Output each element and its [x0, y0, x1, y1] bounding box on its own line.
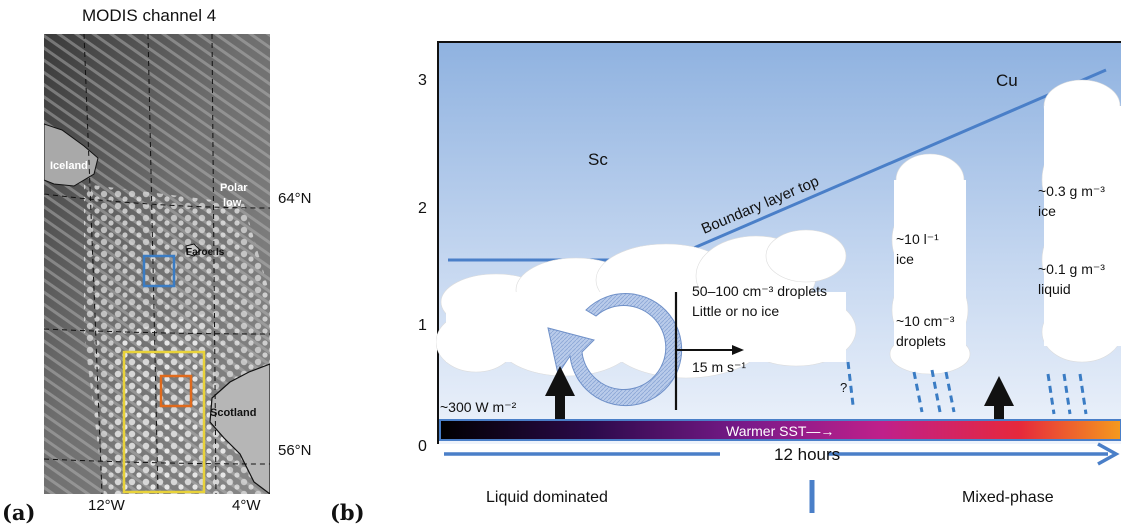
warmer-sst-label: Warmer SST—→: [726, 423, 834, 439]
polar-low-label-line1: Polar: [220, 182, 248, 194]
cumulus-cloud-1: [889, 153, 971, 375]
cu2-liquid-value: ~0.1 g m⁻³: [1038, 261, 1105, 277]
cumulus-cloud-2: [1041, 79, 1121, 363]
cu2-liquid-label: liquid: [1038, 281, 1071, 297]
panel-b-letter: (b): [330, 500, 365, 525]
time-span-label: 12 hours: [774, 445, 840, 464]
panel-a-letter: (a): [2, 500, 36, 525]
cu1-ice-label: ice: [896, 251, 914, 267]
lat-56n-label: 56°N: [278, 442, 312, 459]
panel-a-title: MODIS channel 4: [82, 6, 217, 25]
graticule: [44, 34, 270, 494]
cloud-type-sc: Sc: [588, 150, 608, 169]
faroe-label: Faroe Is: [186, 247, 225, 258]
lon-4w-label: 4°W: [232, 497, 261, 514]
yellow-study-box: [122, 350, 206, 494]
iceland-landmass: [44, 123, 99, 187]
cu1-ice-value: ~10 l⁻¹: [896, 231, 939, 247]
wind-speed-label: 15 m s⁻¹: [692, 359, 746, 375]
faroe-islands-landmass: [185, 243, 201, 257]
sc-droplets-note: 50–100 cm⁻³ droplets: [692, 283, 827, 299]
cu2-ice-value: ~0.3 g m⁻³: [1038, 183, 1105, 199]
sc-ice-note: Little or no ice: [692, 303, 779, 319]
scotland-landmass: [209, 363, 270, 494]
lat-64n-label: 64°N: [278, 190, 312, 207]
polar-low-label-line2: low: [223, 197, 242, 209]
flux-updraft-arrow-1: [545, 366, 575, 430]
cloud-type-cu: Cu: [996, 71, 1018, 90]
modis-satellite-map: [44, 34, 270, 494]
y-tick-2: 2: [418, 200, 427, 217]
regime-mixed-phase: Mixed-phase: [962, 489, 1054, 506]
cu2-ice-label: ice: [1038, 203, 1056, 219]
cloud-evolution-diagram: Sc Cu Boundary layer top 50–100 cm⁻³ dro…: [436, 41, 1121, 513]
wind-arrowhead: [732, 345, 744, 355]
iceland-label: Iceland: [50, 160, 88, 172]
precipitation-streaks: [846, 361, 1088, 415]
y-tick-3: 3: [418, 72, 427, 89]
time-arrowhead: [1097, 442, 1120, 466]
orange-study-box: [159, 374, 193, 408]
cu1-droplet-value: ~10 cm⁻³: [896, 313, 955, 329]
surface-flux-label: ~300 W m⁻²: [440, 399, 517, 415]
cu1-droplet-label: droplets: [896, 333, 946, 349]
scotland-label: Scotland: [210, 407, 257, 419]
unknown-precip-mark: ?: [840, 380, 847, 395]
blue-study-box: [142, 254, 176, 288]
regime-liquid-dominated: Liquid dominated: [486, 489, 608, 506]
circulation-arrow: [547, 293, 683, 407]
y-tick-0: 0: [418, 438, 427, 455]
flux-updraft-arrow-2: [984, 376, 1014, 430]
lon-12w-label: 12°W: [88, 497, 125, 514]
sst-color-bar: [439, 419, 1121, 441]
y-tick-1: 1: [418, 317, 427, 334]
